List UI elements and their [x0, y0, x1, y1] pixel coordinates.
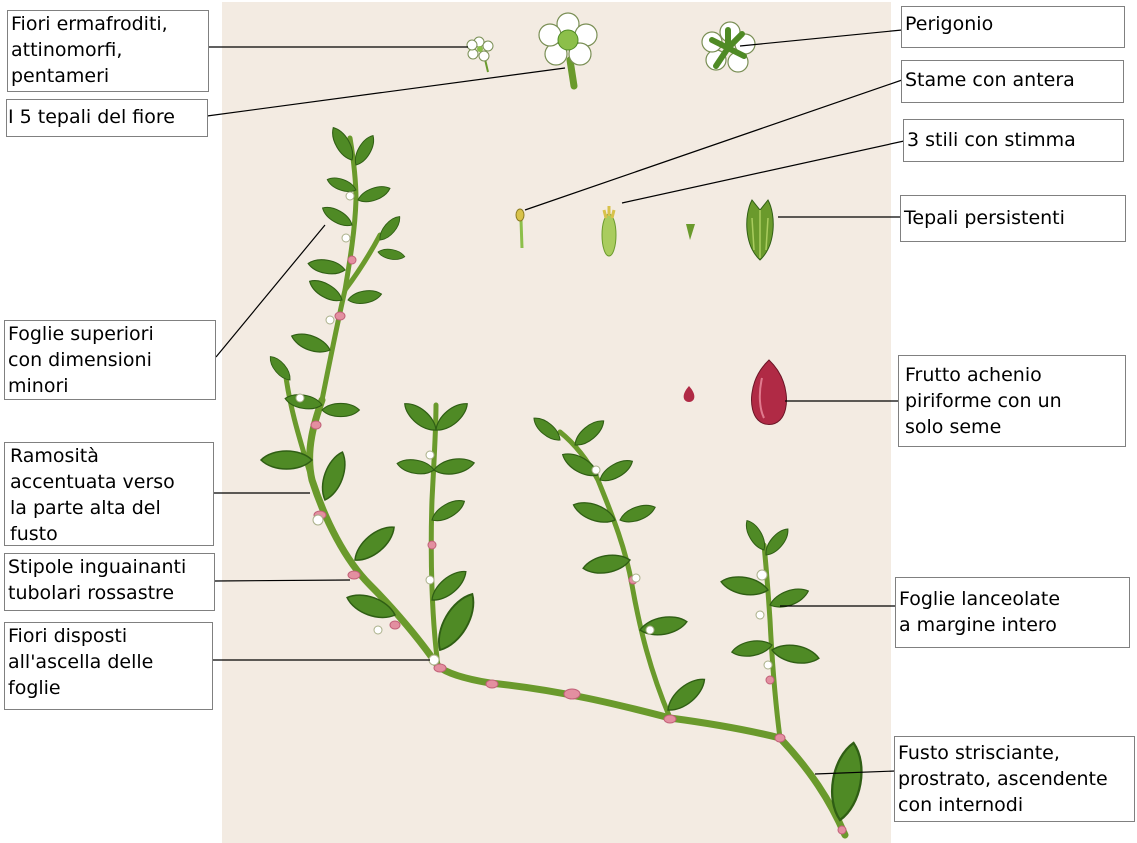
label-stipules: Stipole inguainanti tubolari rossastre	[4, 553, 215, 611]
persistent-tepals-detail	[746, 199, 774, 261]
label-flowers-hermaphrodite: Fiori ermafroditi, attinomorfi, pentamer…	[7, 10, 209, 92]
stamen-detail	[515, 208, 525, 249]
branches	[282, 135, 783, 741]
axillary-flowers	[295, 191, 773, 670]
perigone-detail	[701, 21, 756, 73]
label-lanceolate-leaves: Foglie lanceolate a margine intero	[895, 577, 1130, 648]
label-branching: Ramosità accentuata verso la parte alta …	[4, 442, 214, 546]
label-perigone: Perigonio	[901, 6, 1125, 48]
plate-background	[222, 2, 891, 843]
pistil-detail	[601, 206, 617, 257]
fruit-detail	[683, 359, 787, 425]
small-bud-detail	[686, 224, 695, 240]
label-stamen: Stame con antera	[901, 60, 1124, 103]
leader-lines	[206, 29, 905, 775]
label-fruit: Frutto achenio piriforme con un solo sem…	[898, 355, 1126, 447]
flower-detail-small	[466, 36, 494, 73]
label-axillary-flowers: Fiori disposti all'ascella delle foglie	[4, 622, 213, 710]
flower-detail-large	[538, 12, 598, 90]
label-stem: Fusto strisciante, prostrato, ascendente…	[894, 736, 1135, 822]
label-five-tepals: I 5 tepali del fiore	[6, 99, 208, 137]
label-persistent-tepals: Tepali persistenti	[900, 195, 1126, 242]
label-styles: 3 stili con stimma	[903, 119, 1124, 162]
label-upper-leaves: Foglie superiori con dimensioni minori	[4, 320, 216, 400]
